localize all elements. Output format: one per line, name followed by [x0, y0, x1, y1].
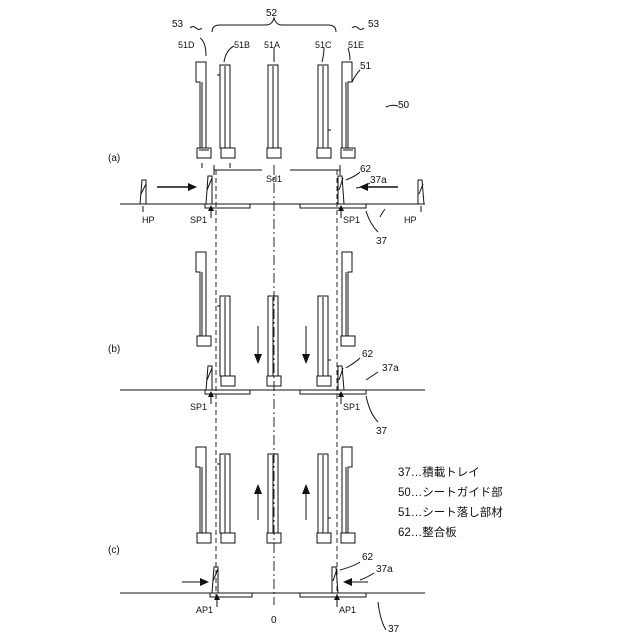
label-62-c: 62 — [362, 552, 374, 563]
arrow-right-a — [188, 183, 197, 191]
label-SP1-right-a: SP1 — [343, 215, 360, 225]
label-panel-b: (b) — [108, 344, 120, 355]
label-panel-c: (c) — [108, 545, 120, 556]
label-37a-b: 37a — [382, 363, 399, 374]
label-AP1-left: AP1 — [196, 605, 213, 615]
arrow-up-right-c — [302, 484, 310, 494]
member-51C — [317, 65, 331, 158]
label-51A: 51A — [264, 40, 280, 50]
home-plate-right — [418, 180, 424, 204]
label-Sd1: Sd1 — [266, 174, 282, 184]
label-origin-0: 0 — [271, 615, 277, 626]
label-53-left: 53 — [172, 19, 184, 30]
legend-item-51: 51…シート落し部材 — [398, 505, 503, 519]
label-37-b: 37 — [376, 426, 388, 437]
arrow-up-left-c — [254, 484, 262, 494]
label-37-c: 37 — [388, 624, 400, 635]
align-plate-right-a — [338, 176, 344, 204]
member-51B — [217, 65, 235, 158]
label-HP-left: HP — [142, 215, 155, 225]
arrow-down-left-b — [254, 354, 262, 364]
member-b-left-inner — [217, 296, 235, 386]
label-37a-a: 37a — [370, 175, 387, 186]
member-c-left-inner — [217, 454, 235, 543]
label-SP1-left-b: SP1 — [190, 402, 207, 412]
member-c-left-outer — [196, 447, 211, 543]
brace-52 — [212, 18, 336, 32]
label-51E: 51E — [348, 40, 364, 50]
label-panel-a: (a) — [108, 153, 120, 164]
legend-item-62: 62…整合板 — [398, 525, 457, 539]
label-51C: 51C — [315, 40, 332, 50]
label-53-right: 53 — [368, 19, 380, 30]
label-62-b: 62 — [362, 349, 374, 360]
member-51A — [267, 65, 281, 158]
label-62-a: 62 — [360, 164, 372, 175]
panel-c — [120, 447, 425, 630]
label-HP-right: HP — [404, 215, 417, 225]
member-b-right-outer — [341, 252, 355, 346]
member-51E — [341, 62, 355, 158]
member-c-right-inner — [317, 454, 331, 543]
member-51D — [196, 62, 211, 158]
label-52: 52 — [266, 8, 278, 19]
label-51: 51 — [360, 61, 372, 72]
member-b-left-outer — [196, 252, 211, 346]
member-c-right-outer — [341, 447, 355, 543]
label-SP1-right-b: SP1 — [343, 402, 360, 412]
label-SP1-left-a: SP1 — [190, 215, 207, 225]
label-50: 50 — [398, 100, 410, 111]
panel-b — [120, 252, 425, 422]
arrow-down-right-b — [302, 354, 310, 364]
label-37a-c: 37a — [376, 564, 393, 575]
squiggle-53-right — [352, 27, 364, 30]
legend-item-50: 50…シートガイド部 — [398, 485, 503, 499]
label-AP1-right: AP1 — [339, 605, 356, 615]
member-b-right-inner — [317, 296, 331, 386]
label-51B: 51B — [234, 40, 250, 50]
squiggle-53-left — [190, 27, 202, 30]
tray-right-a — [300, 204, 366, 208]
panel-a — [120, 18, 425, 232]
label-37-a: 37 — [376, 236, 388, 247]
home-plate-left — [140, 180, 146, 204]
label-51D: 51D — [178, 40, 195, 50]
legend-item-37: 37…積載トレイ — [398, 465, 480, 479]
